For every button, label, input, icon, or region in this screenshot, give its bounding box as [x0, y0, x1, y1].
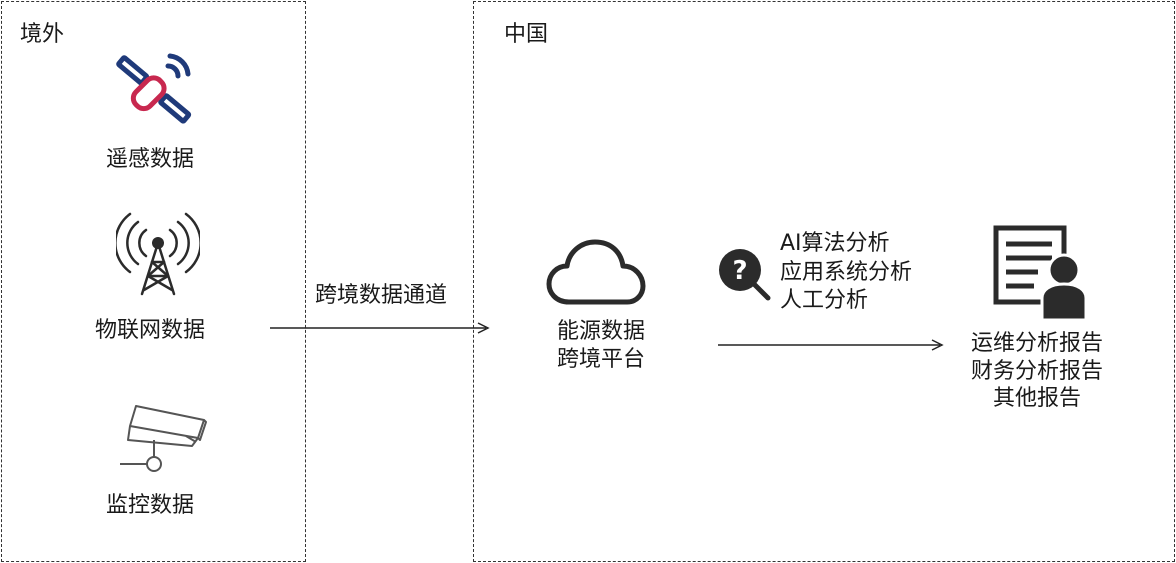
analysis-line-1: AI算法分析	[780, 231, 890, 256]
iot-label: 物联网数据	[95, 318, 206, 343]
china-region	[473, 1, 1175, 562]
platform-label: 能源数据 跨境平台	[557, 318, 645, 373]
overseas-region-title: 境外	[20, 22, 65, 47]
reports-line-2: 财务分析报告	[971, 358, 1104, 384]
question-search-icon: ?	[718, 248, 772, 302]
channel-label: 跨境数据通道	[315, 283, 448, 308]
reports-label: 运维分析报告 财务分析报告 其他报告	[971, 330, 1103, 413]
radio-tower-icon	[114, 210, 202, 298]
reports-line-1: 运维分析报告	[971, 331, 1104, 356]
analysis-label: AI算法分析 应用系统分析 人工分析	[780, 230, 912, 316]
cctv-camera-icon	[116, 400, 208, 476]
platform-line-1: 能源数据	[557, 319, 646, 344]
report-arrow	[718, 337, 946, 351]
cloud-icon	[545, 236, 649, 310]
svg-text:?: ?	[732, 256, 747, 286]
overseas-region	[1, 1, 306, 562]
analysis-line-3: 人工分析	[780, 288, 869, 314]
monitoring-label: 监控数据	[106, 493, 195, 518]
platform-line-2: 跨境平台	[557, 346, 646, 372]
reports-line-3: 其他报告	[993, 386, 1082, 411]
china-region-title: 中国	[504, 22, 549, 47]
analysis-line-2: 应用系统分析	[780, 259, 913, 285]
remote-sensing-label: 遥感数据	[106, 147, 195, 172]
channel-arrow	[270, 320, 492, 334]
satellite-icon	[112, 48, 198, 130]
report-person-icon	[992, 224, 1088, 322]
